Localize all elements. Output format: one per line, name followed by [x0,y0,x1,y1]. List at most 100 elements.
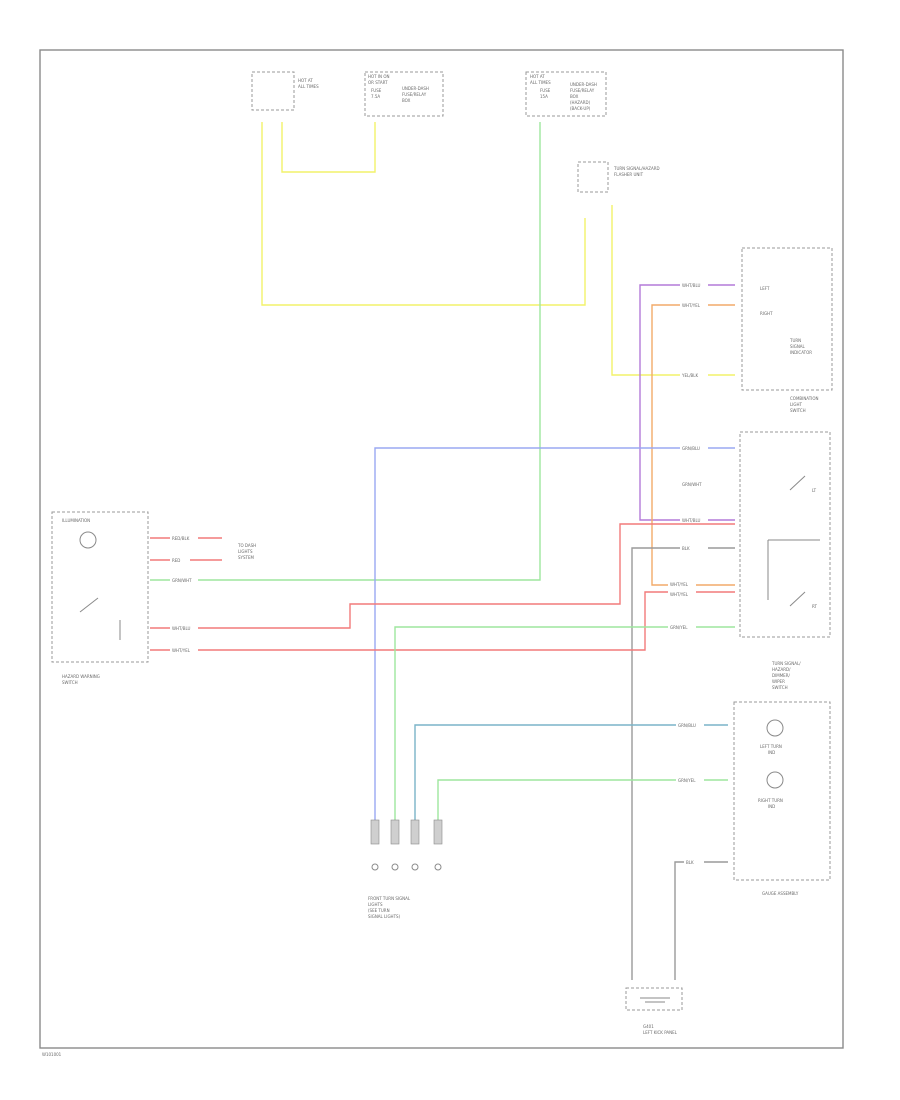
wire-green-top [150,122,541,581]
hazard-switch-caption-1: HAZARD WARNING [62,674,100,679]
wire-label-gray: BLK [682,546,690,551]
fuse-box-right-panel-5: (BACK-UP) [570,106,591,111]
combination-switch-caption-3: SWITCH [790,408,806,413]
switch-term-lt: LT [812,488,817,493]
fuse-box-center: HOT IN ON OR START FUSE 7.5A UNDER-DASH … [364,71,444,117]
wire-label-gauge-black: BLK [686,860,694,865]
gauge-right-turn-1: RIGHT TURN [758,798,783,803]
indicator-line-1: TURN [789,338,801,343]
wire-yellow-left [261,122,586,306]
flasher-unit: TURN SIGNAL/HAZARD FLASHER UNIT [577,161,660,193]
to-dash-lights-2: LIGHTS [238,549,253,554]
wire-label-orange-3: WHT/YEL [172,648,191,653]
wire-labels: WHT/BLU WHT/YEL YEL/BLK GRN/BLU GRN/WHT … [170,281,708,865]
indicator-line-3: INDICATOR [790,350,812,355]
wire-label-gauge-2: GRN/YEL [678,778,696,783]
wire-label-red-hazard-1: WHT/BLU [172,626,191,631]
fuse-box-center-panel-3: BOX [402,98,411,103]
wire-label-green-red: GRN/YEL [670,625,688,630]
ground-caption-1: G401 [643,1024,654,1029]
fuse-box-center-label-2: 7.5A [371,94,380,99]
illumination-label: ILLUMINATION [62,518,90,523]
turn-switch-caption-3: DIMMER/ [772,673,790,678]
switch-term-rt: RT [812,604,817,609]
ground-caption-2: LEFT KICK PANEL [643,1030,678,1035]
right-turn-lamp-icon [766,771,784,789]
fuse-box-left-line-1: HOT AT [298,78,313,83]
gauge-assembly-caption: GAUGE ASSEMBLY [762,891,799,896]
wire-label-orange: WHT/YEL [682,303,701,308]
flasher-unit-line-2: FLASHER UNIT [614,172,644,177]
fuse-box-left: HOT AT ALL TIMES [251,71,319,111]
indicator-label-right: RIGHT [760,311,773,316]
fuse-box-center-panel-1: UNDER-DASH [402,86,429,91]
turn-switch-contact-rt [789,591,806,607]
hazard-switch-contact [79,597,99,613]
fuse-box-right-label-1: FUSE [540,88,551,93]
combination-switch-caption-1: COMBINATION [790,396,819,401]
gauge-right-turn-2: IND [768,804,775,809]
turn-switch-link [767,539,820,600]
gauge-left-turn-1: LEFT TURN [760,744,782,749]
ground-point: G401 LEFT KICK PANEL [625,987,683,1035]
wire-label-red-illum-1: RED/BLK [172,536,190,541]
turn-switch-caption-5: SWITCH [772,685,788,690]
to-dash-lights-3: SYSTEM [238,555,254,560]
wire-label-green-hazard: GRN/WHT [172,578,192,583]
wire-yellow-flasher [611,205,735,376]
wire-blue [374,447,735,820]
fuse-box-right-line-2: ALL TIMES [530,80,551,85]
front-turn-connectors: FRONT TURN SIGNAL LIGHTS (SEE TURN SIGNA… [368,819,443,919]
turn-signal-switch: LT RT TURN SIGNAL/ HAZARD/ DIMMER/ WIPER… [739,431,831,690]
wire-label-gauge-1: GRN/BLU [678,723,696,728]
fuse-box-center-line-2: OR START [368,80,388,85]
wire-label-green-white: GRN/WHT [682,482,702,487]
gauge-assembly: LEFT TURN IND RIGHT TURN IND GAUGE ASSEM… [733,701,831,896]
wire-gray-gauge-ground [674,861,728,980]
wire-yellow-mid [281,122,376,173]
combination-switch-caption-2: LIGHT [790,402,803,407]
wire-gray-ground-left [631,547,735,980]
fuse-box-right-label-2: 15A [540,94,548,99]
fuse-box-center-panel-2: FUSE/RELAY [402,92,427,97]
wire-label-red-hazard-2: WHT/YEL [670,592,689,597]
front-lights-caption-2: LIGHTS [368,902,383,907]
front-lights-caption-1: FRONT TURN SIGNAL [368,896,411,901]
fuse-box-right: HOT AT ALL TIMES FUSE 15A UNDER-DASH FUS… [525,71,607,117]
wire-label-blue: GRN/BLU [682,446,700,451]
left-turn-lamp-icon [766,719,784,737]
flasher-unit-line-1: TURN SIGNAL/HAZARD [613,166,660,171]
wire-label-orange-2: WHT/YEL [670,582,689,587]
wire-red-hazard-2 [150,591,735,651]
illumination-box: ILLUMINATION HAZARD WARNING SWITCH [51,511,149,685]
fuse-box-left-line-2: ALL TIMES [298,84,319,89]
turn-switch-caption-1: TURN SIGNAL/ [771,661,801,666]
wire-green-gauge [437,779,728,820]
footer-code: W101001 [42,1052,62,1057]
front-lights-caption-3: (SEE TURN [368,908,390,913]
wire-label-yellow-black: YEL/BLK [681,373,699,378]
wire-green-hazard [394,626,735,820]
indicator-line-2: SIGNAL [790,344,806,349]
diagram-frame [39,49,844,1049]
turn-switch-caption-2: HAZARD/ [772,667,791,672]
fuse-box-center-line-1: HOT IN ON [368,74,389,79]
fuse-box-center-label-1: FUSE [371,88,382,93]
wire-label-red-illum-2: RED [172,558,180,563]
front-lights-caption-4: SIGNAL LIGHTS) [368,914,401,919]
to-dash-lights-1: TO DASH [237,543,256,548]
fuse-box-right-panel-4: (HAZARD) [570,100,591,105]
fuse-box-right-panel-1: UNDER-DASH [570,82,597,87]
turn-signal-indicator: LEFT RIGHT TURN SIGNAL INDICATOR COMBINA… [741,247,833,413]
fuse-box-right-line-1: HOT AT [530,74,545,79]
turn-switch-caption-4: WIPER [772,679,785,684]
fuse-box-right-panel-2: FUSE/RELAY [570,88,595,93]
wire-label-violet-2: WHT/BLU [682,518,701,523]
gauge-left-turn-2: IND [768,750,775,755]
fuse-box-right-panel-3: BOX [570,94,579,99]
wire-red-hazard-1 [150,523,735,629]
wire-teal-gauge [414,724,728,820]
wire-label-violet: WHT/BLU [682,283,701,288]
turn-switch-contact-lt [789,475,806,491]
